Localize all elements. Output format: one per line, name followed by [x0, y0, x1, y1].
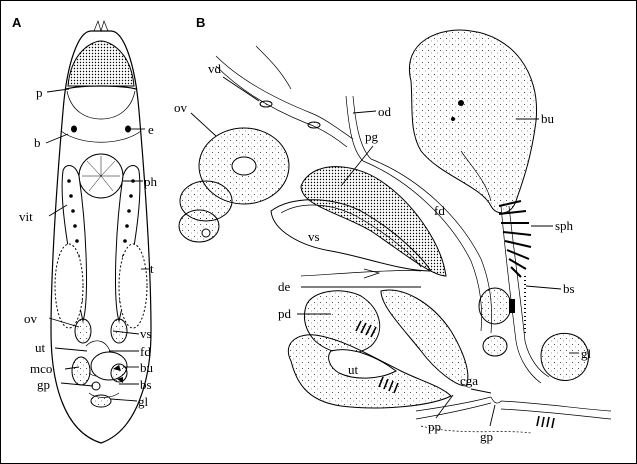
- ejaculatory-duct-tip: [363, 268, 381, 279]
- proboscis-shape: [67, 40, 135, 87]
- accessory-lobe-1: [478, 287, 512, 325]
- uterus-a: [71, 356, 91, 386]
- label-b-gp: gp: [480, 429, 493, 444]
- panel-b-leader-lines: [190, 76, 579, 427]
- gonopore-a: [91, 381, 101, 391]
- panel-a-drawing: A: [12, 15, 158, 444]
- label-b-pd: pd: [278, 306, 292, 321]
- label-a-fd: fd: [140, 344, 151, 359]
- panel-a-leader-lines: [45, 88, 149, 402]
- body-wall-3: [500, 400, 612, 412]
- label-a-bs: bs: [140, 377, 152, 392]
- label-a-gp: gp: [37, 377, 50, 392]
- label-b-pg: pg: [365, 129, 379, 144]
- label-b-cga: cga: [460, 373, 478, 388]
- bursa-inner-line: [460, 150, 492, 202]
- label-b-vd: vd: [208, 61, 222, 76]
- pharynx-rays: [82, 156, 120, 192]
- vd-nucleus-2: [307, 121, 321, 129]
- sphincter: [498, 200, 532, 278]
- label-a-b: b: [34, 135, 41, 150]
- ovary-lobe-2: [178, 209, 220, 243]
- label-a-vit: vit: [19, 209, 33, 224]
- label-b-pp: pp: [428, 419, 441, 434]
- label-b-bs: bs: [563, 281, 575, 296]
- body-wall-1: [415, 396, 492, 412]
- eye-right: [125, 125, 131, 133]
- vas-deferens-lower: [215, 65, 348, 148]
- basal-layer: [420, 425, 532, 434]
- label-b-ut: ut: [348, 362, 359, 377]
- label-a-gl: gl: [138, 394, 149, 409]
- bursa-b: [408, 29, 538, 214]
- bursa-dot-2: [451, 117, 455, 121]
- label-b-od: od: [378, 104, 392, 119]
- body-outline: [50, 30, 152, 444]
- bursa-dot-1: [458, 100, 464, 106]
- label-b-ov: ov: [174, 100, 188, 115]
- label-a-mco: mco: [30, 361, 52, 376]
- testis-right: [118, 243, 148, 329]
- stylet-marks-2: [378, 376, 399, 394]
- accessory-lobe-2: [482, 335, 508, 357]
- proboscis-sheath: [66, 90, 136, 120]
- label-b-de: de: [278, 279, 291, 294]
- uterus-lumen: [328, 349, 397, 379]
- label-a-bu: bu: [140, 360, 154, 375]
- label-b-fd: fd: [434, 203, 445, 218]
- brain-commissure: [60, 130, 142, 143]
- label-a-p: p: [36, 85, 43, 100]
- label-a-ut: ut: [35, 340, 46, 355]
- vd-nucleus-1: [259, 100, 273, 108]
- label-b-vs: vs: [308, 229, 320, 244]
- gland-a: [90, 394, 112, 408]
- stylet-marks-1: [355, 320, 377, 338]
- body-wall-4: [500, 408, 612, 420]
- anterior-tip: [93, 19, 109, 33]
- label-b-gl: gl: [581, 346, 592, 361]
- label-a-e: e: [148, 122, 154, 137]
- genital-pore-b: [490, 396, 502, 404]
- label-b-sph: sph: [555, 218, 574, 233]
- bursal-stalk-2: [508, 205, 550, 378]
- label-a-ph: ph: [144, 174, 158, 189]
- ejaculatory-duct: [300, 270, 422, 277]
- eye-left: [71, 125, 77, 133]
- ovary-left: [74, 318, 92, 344]
- testis-left: [54, 243, 84, 329]
- gland-b: [540, 332, 589, 381]
- bursa-stylet-a: [113, 365, 123, 383]
- panel-b-letter: B: [196, 15, 205, 30]
- panel-a-letter: A: [12, 15, 22, 30]
- oviduct-2: [352, 95, 372, 160]
- ovary-right: [110, 318, 128, 344]
- label-a-vs: vs: [140, 326, 152, 341]
- panel-b-drawing: B: [174, 15, 612, 444]
- penis-papilla: [380, 289, 469, 387]
- ovary-cell: [201, 228, 211, 238]
- prostate-gland: [300, 166, 447, 277]
- body-wall-2: [415, 402, 492, 420]
- bursal-stalk-1: [500, 205, 542, 384]
- stylet-marks-3: [536, 415, 555, 429]
- label-b-bu: bu: [541, 111, 555, 126]
- proboscis-base: [65, 85, 137, 90]
- ovary-oocyte: [231, 156, 257, 176]
- label-a-t: t: [150, 261, 154, 276]
- vas-deferens-upper: [215, 55, 354, 140]
- vas-deferens-branch: [255, 45, 292, 90]
- oviduct-1: [345, 95, 364, 162]
- accessory-mark: [509, 299, 515, 313]
- label-a-ov: ov: [24, 311, 38, 326]
